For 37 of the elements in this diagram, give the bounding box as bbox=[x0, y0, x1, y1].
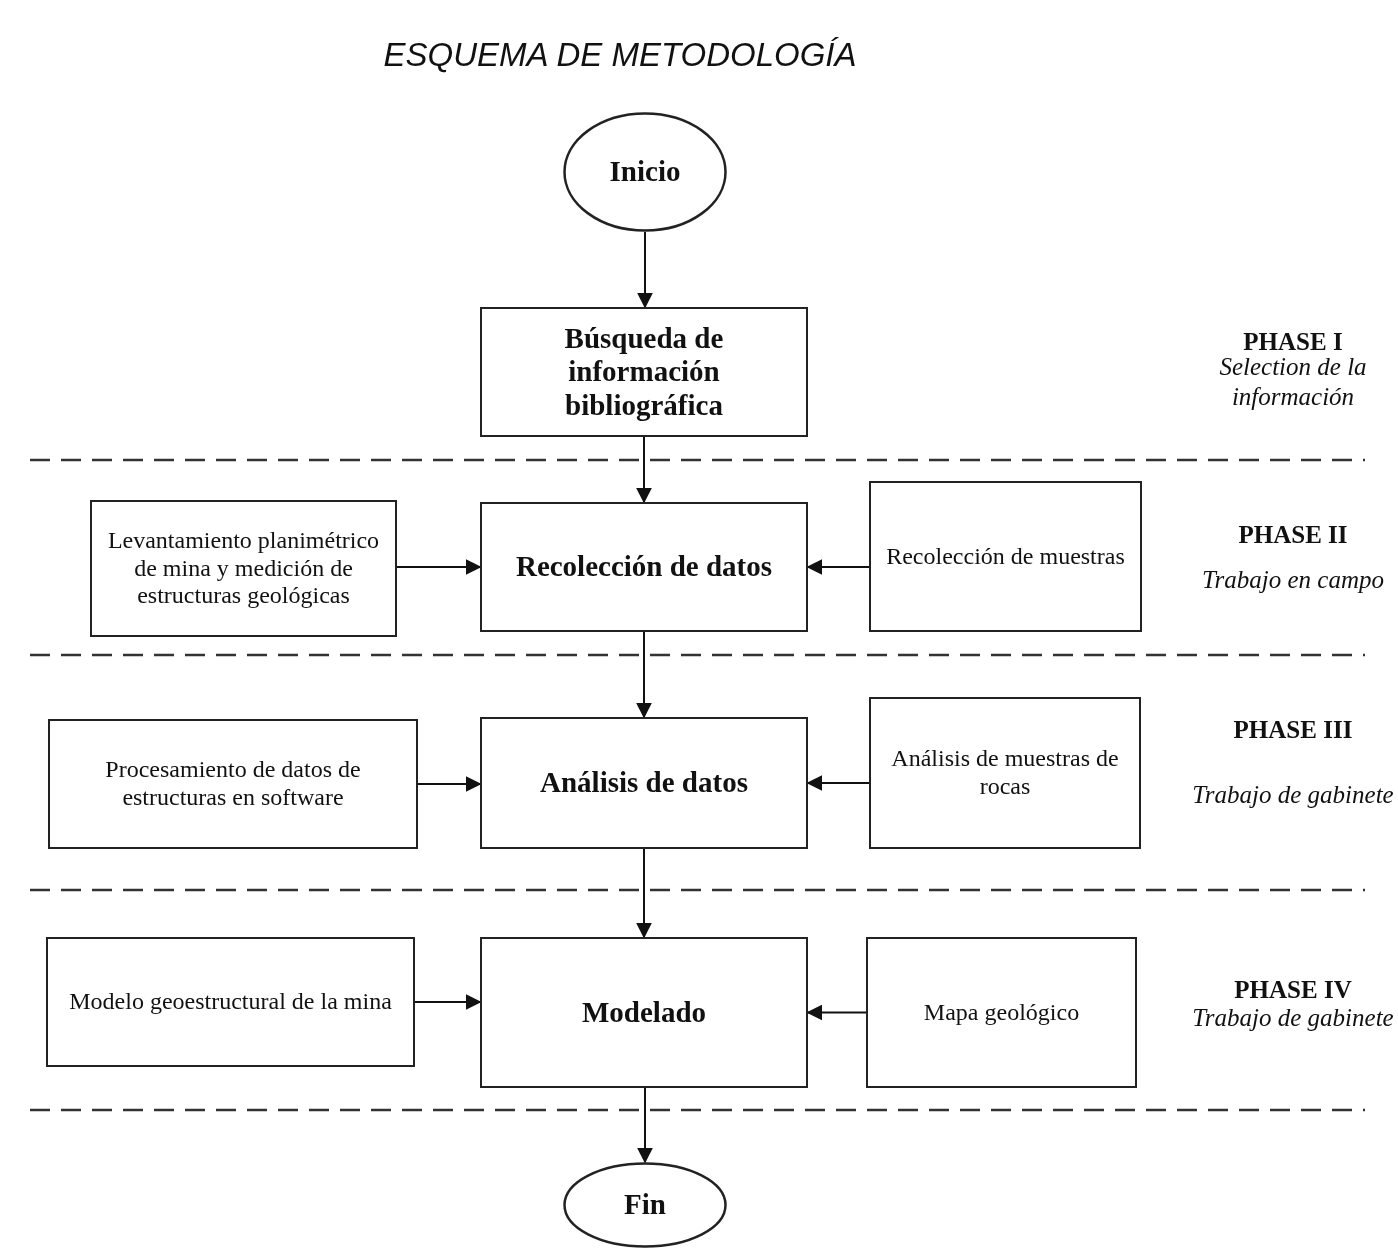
phase-heading: PHASE IV bbox=[1233, 975, 1353, 1005]
phase-heading: PHASE III bbox=[1232, 715, 1354, 745]
process-box bbox=[90, 500, 397, 637]
diagram-title: ESQUEMA DE METODOLOGÍA bbox=[382, 36, 858, 74]
arrow bbox=[637, 231, 653, 309]
node-label: Recolección de muestras bbox=[886, 542, 1125, 571]
arrow bbox=[396, 559, 482, 575]
node-label: Fin bbox=[624, 1188, 666, 1222]
phase-description: Trabajo en campo bbox=[1201, 565, 1385, 595]
node-label: Inicio bbox=[609, 155, 681, 189]
node-label: Modelado bbox=[581, 995, 707, 1030]
process-box bbox=[480, 717, 808, 849]
arrow bbox=[636, 436, 652, 504]
process-box bbox=[480, 307, 808, 437]
node-label: Modelo geoestructural de la mina bbox=[69, 988, 392, 1016]
process-box bbox=[869, 697, 1141, 849]
node-label: Procesamiento de datos de estructuras en software bbox=[104, 756, 362, 812]
phase-description: Trabajo de gabinete bbox=[1191, 780, 1395, 810]
node-label: Análisis de muestras de rocas bbox=[890, 745, 1120, 801]
process-box bbox=[480, 502, 808, 632]
node-label: Levantamiento planimétrico de mina y medición de estructuras geológicas bbox=[106, 527, 381, 610]
arrow bbox=[417, 776, 482, 792]
phase-heading: PHASE II bbox=[1237, 520, 1349, 550]
process-box bbox=[480, 937, 808, 1088]
node-label: Análisis de datos bbox=[540, 766, 748, 800]
node-label: Recolección de datos bbox=[515, 550, 773, 584]
process-box bbox=[866, 937, 1137, 1088]
node-label: Búsqueda de información bibliográfica bbox=[563, 322, 725, 422]
arrow bbox=[636, 631, 652, 719]
arrow bbox=[636, 848, 652, 939]
arrow bbox=[637, 1087, 653, 1164]
process-box bbox=[48, 719, 418, 849]
process-box bbox=[46, 937, 415, 1067]
node-label: Mapa geológico bbox=[923, 998, 1080, 1027]
arrow bbox=[414, 994, 482, 1010]
phase-description: Trabajo de gabinete bbox=[1191, 1003, 1395, 1033]
process-box bbox=[869, 481, 1142, 632]
